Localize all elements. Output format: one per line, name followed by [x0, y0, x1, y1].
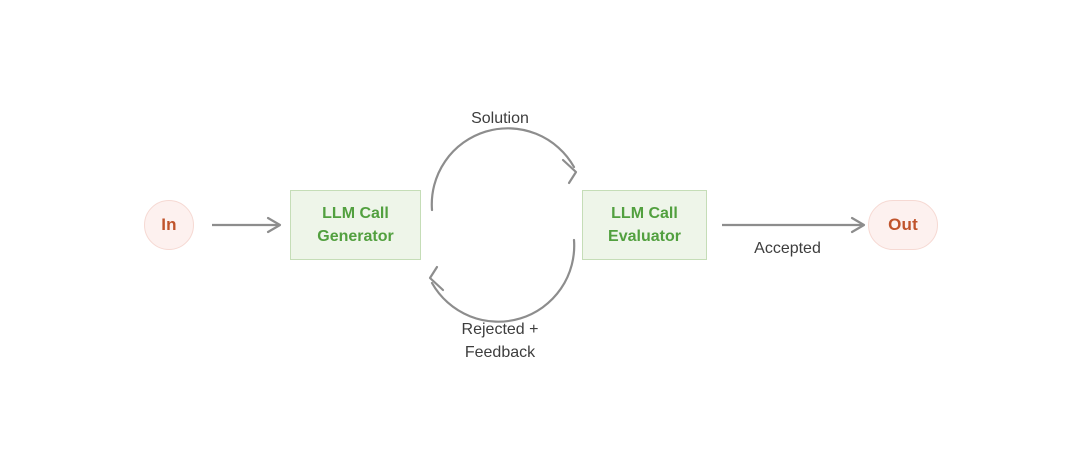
node-output[interactable]: Out: [868, 200, 938, 250]
node-generator-label-line1: LLM Call: [322, 204, 389, 222]
node-output-label: Out: [888, 215, 918, 234]
node-llm-call-generator[interactable]: LLM Call Generator: [290, 190, 421, 260]
edge-label-solution: Solution: [471, 110, 529, 127]
edge-generator-to-evaluator: [430, 127, 578, 212]
edge-evaluator-to-generator: [428, 238, 576, 323]
edge-label-rejected-feedback: Rejected + Feedback: [461, 321, 539, 361]
node-generator-label-line2: Generator: [317, 228, 394, 245]
node-evaluator-label-line1: LLM Call: [611, 204, 678, 222]
node-llm-call-evaluator[interactable]: LLM Call Evaluator: [582, 190, 707, 260]
edge-label-accepted: Accepted: [754, 240, 821, 257]
edge-in-to-generator: [212, 216, 282, 234]
node-input[interactable]: In: [144, 200, 194, 250]
edge-evaluator-to-output: [722, 216, 866, 234]
node-evaluator-label-line2: Evaluator: [608, 228, 681, 245]
node-input-label: In: [161, 215, 177, 234]
